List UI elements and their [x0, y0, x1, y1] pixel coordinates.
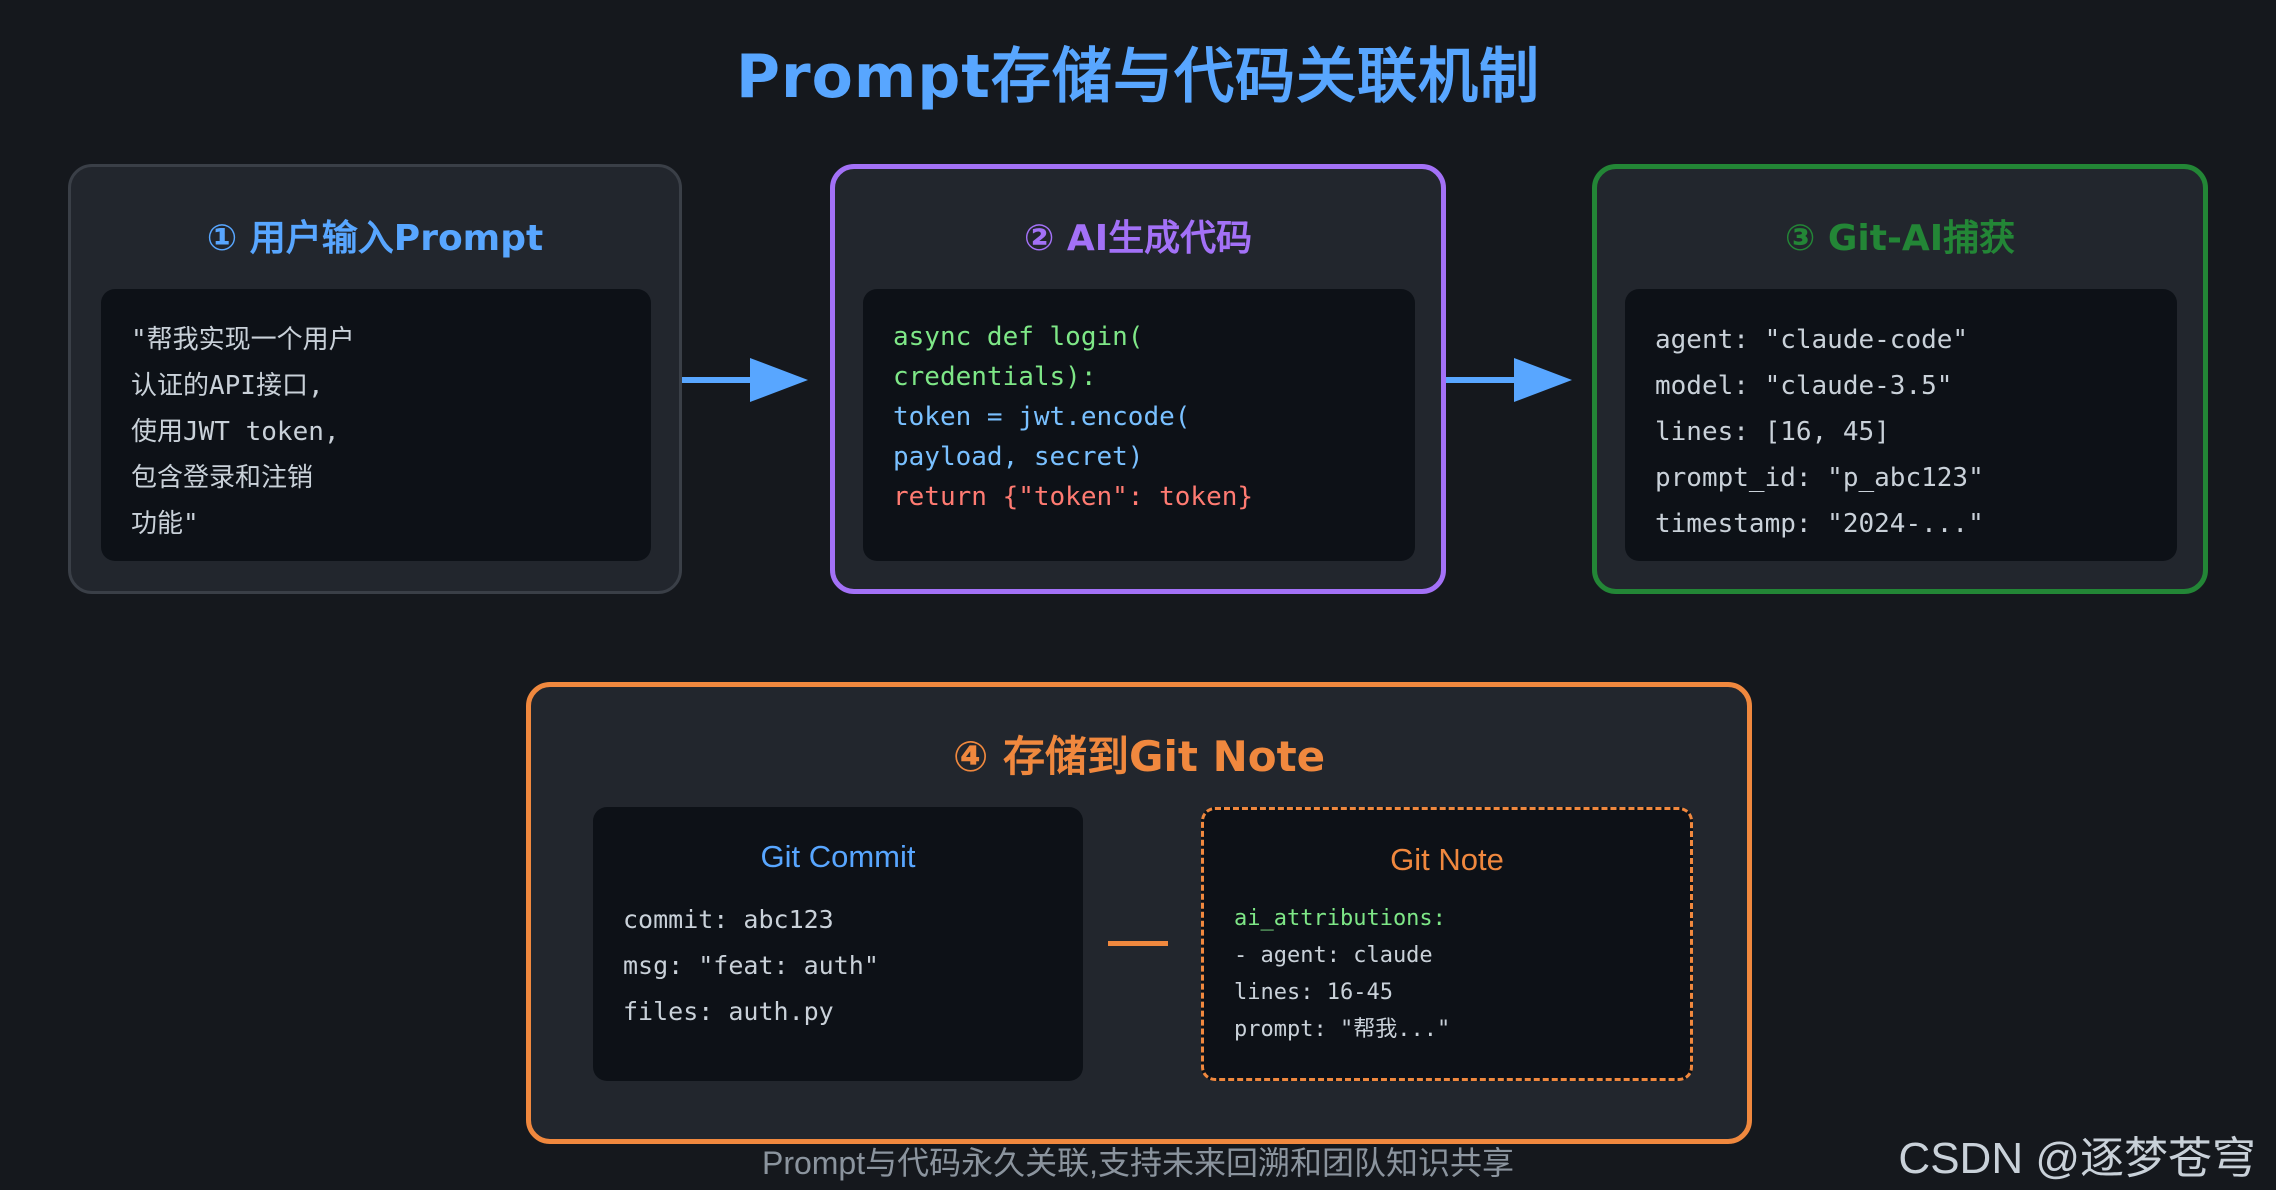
metadata-box: agent: "claude-code" model: "claude-3.5"… [1625, 289, 2177, 561]
metadata-line: prompt_id: "p_abc123" [1655, 463, 1984, 493]
git-note-box: Git Note ai_attributions: - agent: claud… [1201, 807, 1693, 1081]
step-1-title: ① 用户输入Prompt [206, 218, 544, 259]
code-line: payload, secret) [893, 442, 1144, 472]
metadata-line: agent: "claude-code" [1655, 325, 1969, 355]
step-4-title: ④ 存储到Git Note [952, 732, 1326, 781]
metadata-line: lines: [16, 45] [1655, 417, 1890, 447]
git-commit-title: Git Commit [760, 839, 916, 874]
arrow-right-icon [1446, 358, 1572, 402]
commit-note-connector [1108, 941, 1168, 946]
step-3-title: ③ Git-AI捕获 [1784, 218, 2016, 259]
note-line: ai_attributions: [1234, 906, 1446, 931]
prompt-text-box: "帮我实现一个用户 认证的API接口, 使用JWT token, 包含登录和注销… [101, 289, 651, 561]
metadata-line: model: "claude-3.5" [1655, 371, 1953, 401]
code-line: return {"token": token} [893, 482, 1254, 512]
generated-code-box: async def login( credentials): token = j… [863, 289, 1415, 561]
git-commit-box: Git Commit commit: abc123 msg: "feat: au… [593, 807, 1083, 1081]
footer-caption: Prompt与代码永久关联,支持未来回溯和团队知识共享 [761, 1145, 1515, 1181]
code-line: async def login( [893, 322, 1144, 352]
git-note-details: ai_attributions: - agent: claude lines: … [1234, 900, 1450, 1048]
prompt-line: 使用JWT token, [131, 417, 340, 447]
metadata-line: timestamp: "2024-..." [1655, 509, 1984, 539]
prompt-line: 包含登录和注销 [131, 463, 314, 493]
code-line: credentials): [893, 362, 1097, 392]
note-line: - agent: claude [1234, 943, 1433, 968]
commit-line: files: auth.py [623, 997, 834, 1026]
git-note-title: Git Note [1390, 842, 1504, 877]
note-line: prompt: "帮我..." [1234, 1017, 1451, 1042]
prompt-line: "帮我实现一个用户 [131, 325, 355, 355]
step-4-git-note-card: ④ 存储到Git Note Git Commit commit: abc123 … [526, 682, 1752, 1144]
commit-line: msg: "feat: auth" [623, 951, 879, 980]
step-2-ai-code-card: ② AI生成代码 async def login( credentials): … [830, 164, 1446, 594]
prompt-line: 功能" [131, 509, 199, 539]
commit-line: commit: abc123 [623, 905, 834, 934]
arrow-right-icon [682, 358, 808, 402]
diagram-title: Prompt存储与代码关联机制 [736, 42, 1540, 112]
watermark: CSDN @逐梦苍穹 [1898, 1134, 2256, 1183]
step-2-title: ② AI生成代码 [1023, 218, 1253, 259]
prompt-line: 认证的API接口, [131, 371, 324, 401]
note-line: lines: 16-45 [1234, 980, 1393, 1005]
step-3-git-ai-capture-card: ③ Git-AI捕获 agent: "claude-code" model: "… [1592, 164, 2208, 594]
code-line: token = jwt.encode( [893, 402, 1191, 432]
git-commit-details: commit: abc123 msg: "feat: auth" files: … [623, 897, 879, 1035]
step-1-user-prompt-card: ① 用户输入Prompt "帮我实现一个用户 认证的API接口, 使用JWT t… [68, 164, 682, 594]
